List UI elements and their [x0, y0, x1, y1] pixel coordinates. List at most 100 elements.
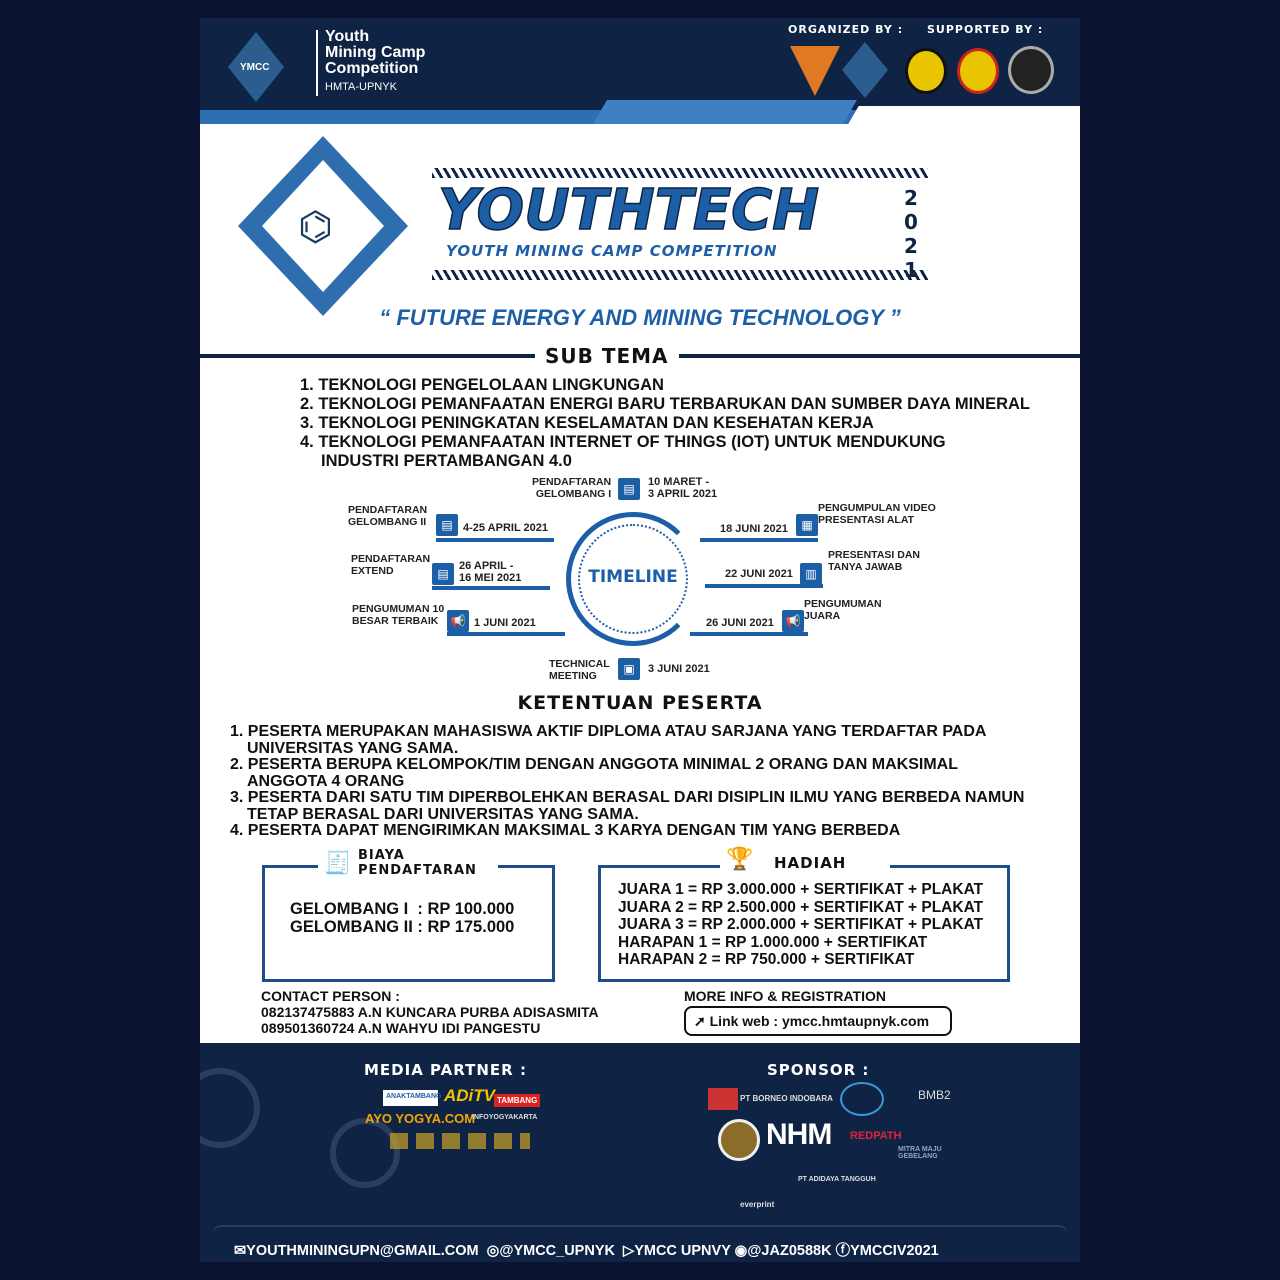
event-year: 2021 [904, 186, 919, 282]
hadiah-line: JUARA 1 = RP 3.000.000 + SERTIFIKAT + PL… [618, 881, 984, 898]
sub-tema-item: 1. TEKNOLOGI PENGELOLAAN LINGKUNGAN [300, 376, 664, 394]
timeline-connector [705, 584, 823, 588]
timeline-event-date: 22 JUNI 2021 [725, 568, 793, 580]
youtube-icon: ▷ [623, 1243, 635, 1259]
sponsor-heading: SPONSOR : [767, 1061, 870, 1079]
timeline-connector [700, 538, 818, 542]
registration-heading: MORE INFO & REGISTRATION [684, 988, 886, 1004]
event-subtitle: YOUTH MINING CAMP COMPETITION [446, 242, 778, 260]
line-link[interactable]: @JAZ0588K [747, 1243, 832, 1259]
media-logos-row [390, 1133, 530, 1149]
sponsor-logo: BMB2 [918, 1088, 951, 1102]
sub-tema-item: 2. TEKNOLOGI PEMANFAATAN ENERGI BARU TER… [300, 395, 1031, 413]
poster: YMCC Youth Mining Camp Competition HMTA-… [200, 18, 1080, 1262]
contact-line: 089501360724 A.N WAHYU IDI PANGESTU [261, 1020, 541, 1036]
instagram-icon: ◎ [486, 1243, 500, 1259]
timeline-connector [690, 632, 808, 636]
contact-line: 082137475883 A.N KUNCARA PURBA ADISASMIT… [261, 1004, 599, 1020]
timeline-heading: TIMELINE [588, 567, 678, 587]
hatch-decoration [432, 270, 928, 280]
supporter-logo-1 [905, 48, 947, 94]
invoice-icon: 🧾 [324, 850, 352, 875]
timeline-event-title: PENDAFTARAN EXTEND [351, 553, 431, 577]
brand-name: Youth Mining Camp Competition HMTA-UPNYK [325, 29, 425, 95]
hadiah-line: HARAPAN 2 = RP 750.000 + SERTIFIKAT [618, 951, 915, 969]
biaya-heading-2: PENDAFTARAN [358, 863, 477, 878]
sponsor-logo-seal [718, 1119, 760, 1161]
brand-line: Competition [325, 60, 419, 77]
ketentuan-item: ANGGOTA 4 ORANG [247, 772, 405, 790]
instagram-link[interactable]: @YMCC_UPNYK [499, 1243, 615, 1259]
sub-tema-item: INDUSTRI PERTAMBANGAN 4.0 [321, 452, 572, 470]
logo-text: YMCC [240, 62, 270, 73]
timeline-connector [447, 632, 565, 636]
line-icon: ◉ [734, 1243, 748, 1259]
ketentuan-item: 3. PESERTA DARI SATU TIM DIPERBOLEHKAN B… [230, 789, 1025, 806]
mail-icon: ✉ [234, 1243, 247, 1259]
email-link[interactable]: YOUTHMININGUPN@GMAIL.COM [246, 1243, 479, 1259]
brand-sub: HMTA-UPNYK [325, 81, 397, 93]
timeline-event-title: PENGUMPULAN VIDEO PRESENTASI ALAT [818, 502, 936, 526]
hadiah-heading: HADIAH [774, 854, 847, 872]
ketentuan-item: UNIVERSITAS YANG SAMA. [247, 739, 459, 757]
ketentuan-item: 4. PESERTA DAPAT MENGIRIMKAN MAKSIMAL 3 … [230, 822, 901, 839]
ketentuan-item: TETAP BERASAL DARI UNIVERSITAS YANG SAMA… [247, 805, 639, 823]
registration-link-text[interactable]: Link web : ymcc.hmtaupnyk.com [709, 1013, 930, 1029]
brand-line: Mining Camp [325, 44, 426, 61]
supporter-logo-3 [1008, 46, 1054, 94]
stripe [593, 100, 857, 124]
sponsor-logo-borneo [708, 1088, 738, 1110]
hadiah-line: JUARA 3 = RP 2.000.000 + SERTIFIKAT + PL… [618, 916, 984, 934]
timeline-dotted-ring [578, 524, 688, 634]
tagline: “ FUTURE ENERGY AND MINING TECHNOLOGY ” [379, 305, 901, 330]
sponsor-logo: PT ADIDAYA TANGGUH [798, 1176, 876, 1183]
form-icon: ▤ [618, 478, 640, 500]
biaya-label-bg [318, 848, 498, 882]
registration-link[interactable]: ➚ Link web : ymcc.hmtaupnyk.com [684, 1006, 952, 1036]
event-title: YOUTHTECH [437, 177, 820, 244]
hatch-decoration [432, 168, 928, 178]
timeline-event-title: PENDAFTARAN GELOMBANG I [532, 476, 612, 500]
biaya-heading-1: BIAYA [358, 848, 405, 863]
hadiah-lines: JUARA 1 = RP 3.000.000 + SERTIFIKAT + PL… [618, 881, 983, 969]
megaphone-icon: 📢 [782, 610, 804, 632]
sponsor-logo: PT BORNEO INDOBARA [740, 1094, 833, 1103]
timeline-event-date: 3 JUNI 2021 [648, 663, 710, 675]
video-icon: ▦ [796, 514, 818, 536]
timeline-event-title: PENGUMUMAN JUARA [804, 598, 882, 622]
sponsor-logo: everprint [740, 1200, 775, 1209]
ketentuan-item: 1. PESERTA MERUPAKAN MAHASISWA AKTIF DIP… [230, 723, 987, 740]
social-bar: ✉YOUTHMININGUPN@GMAIL.COM ◎@YMCC_UPNYK ▷… [212, 1225, 1068, 1262]
media-logo: TAMBANG [494, 1094, 541, 1107]
trophy-icon: 🏆 [726, 846, 754, 871]
timeline-connector [436, 538, 554, 542]
gear-decoration-icon [200, 1068, 260, 1148]
media-logo: INFOYOGYAKARTA [472, 1114, 538, 1121]
sub-tema-item: 3. TEKNOLOGI PENINGKATAN KESELAMATAN DAN… [300, 414, 874, 432]
sponsor-logo: MITRA MAJU GEBELANG [898, 1146, 942, 1160]
megaphone-icon: 📢 [447, 610, 469, 632]
timeline-event-date: 26 APRIL - 16 MEI 2021 [459, 560, 522, 584]
timeline-connector [432, 586, 550, 590]
sub-tema-heading: SUB TEMA [535, 344, 679, 368]
meeting-icon: ▣ [618, 658, 640, 680]
gear-decoration-icon [330, 1118, 400, 1188]
form-icon: ▤ [436, 514, 458, 536]
ketentuan-heading: KETENTUAN PESERTA [517, 692, 763, 714]
sponsor-logo: REDPATH [850, 1130, 902, 1142]
ketentuan-item: 2. PESERTA BERUPA KELOMPOK/TIM DENGAN AN… [230, 756, 959, 773]
timeline-event-date: 26 JUNI 2021 [706, 617, 774, 629]
media-partner-heading: MEDIA PARTNER : [364, 1061, 527, 1079]
contact-heading: CONTACT PERSON : [261, 988, 400, 1004]
supported-by-label: SUPPORTED BY : [927, 23, 1044, 36]
sponsor-logo: NHM [766, 1118, 832, 1151]
youtube-link[interactable]: YMCC UPNVY [634, 1243, 731, 1259]
brand-line: Youth [325, 28, 370, 45]
stripe [841, 106, 1080, 136]
hadiah-line: JUARA 2 = RP 2.500.000 + SERTIFIKAT + PL… [618, 898, 984, 916]
facebook-link[interactable]: YMCCIV2021 [850, 1243, 939, 1259]
divider [316, 30, 318, 96]
timeline-ring [566, 512, 700, 646]
